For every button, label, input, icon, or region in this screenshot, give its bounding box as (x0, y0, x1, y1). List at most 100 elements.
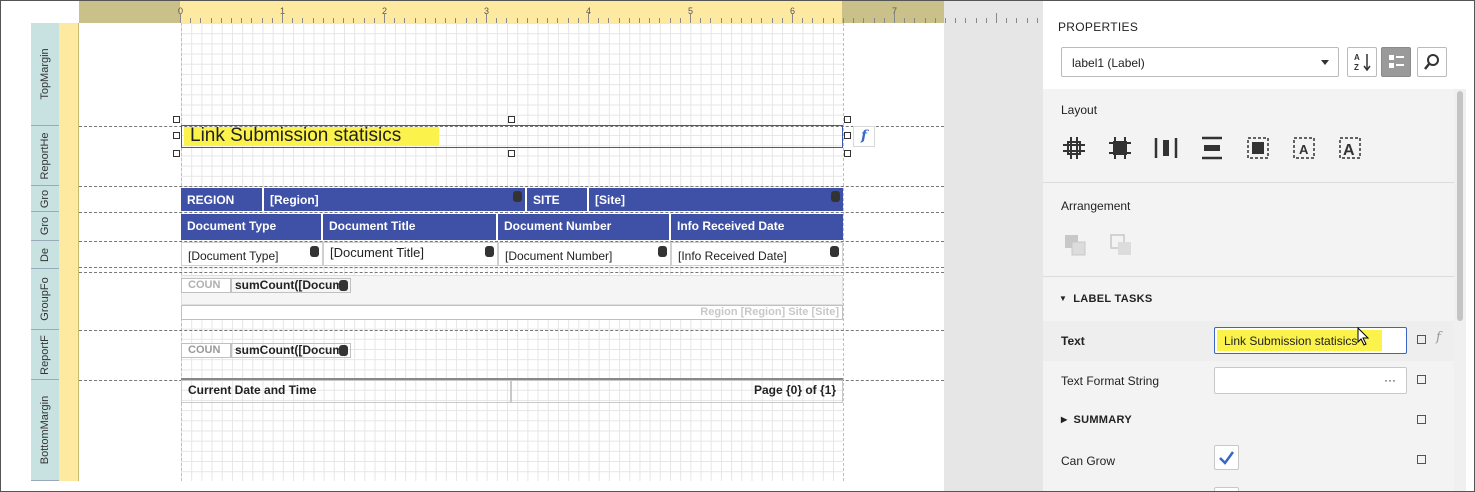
band-label-groupheader1[interactable]: Gro (31, 186, 59, 212)
detail-text: [Document Title] (330, 245, 424, 260)
bring-to-front-icon[interactable] (1063, 233, 1087, 257)
band-label-detail[interactable]: De (31, 241, 59, 269)
ruler-tick (353, 18, 355, 23)
ruler-tick (322, 18, 324, 23)
properties-header: PROPERTIES label1 (Label) A Z (1043, 1, 1466, 89)
panel-scrollbar[interactable] (1454, 89, 1466, 491)
col-header-info-received-date[interactable]: Info Received Date (671, 214, 843, 240)
svg-text:A: A (1343, 142, 1355, 159)
property-marker-icon[interactable] (1417, 335, 1426, 344)
property-marker-icon[interactable] (1417, 415, 1426, 424)
ellipsis-icon[interactable]: ··· (1384, 373, 1396, 387)
count-caption[interactable]: COUN (181, 343, 231, 358)
band-separator (79, 241, 944, 242)
summary-row[interactable]: ▶SUMMARY (1043, 401, 1454, 441)
title-label[interactable]: Link Submission statisics (181, 125, 843, 148)
ruler-tick (720, 18, 722, 23)
next-checkbox[interactable] (1214, 487, 1239, 491)
expression-icon[interactable]: f (853, 126, 875, 147)
resize-handle[interactable] (173, 116, 180, 123)
region-site-summary[interactable]: Region [Region] Site [Site] (181, 305, 843, 320)
ruler-tick (292, 18, 294, 23)
text-property-input[interactable]: Link Submission statisics (1214, 327, 1407, 354)
page-number[interactable]: Page {0} of {1} (511, 380, 843, 403)
col-header-document-title[interactable]: Document Title (323, 214, 498, 240)
region-caption[interactable]: REGION (181, 188, 264, 211)
detail-document-type[interactable]: [Document Type] (181, 242, 323, 266)
center-vertically-icon[interactable] (1199, 135, 1225, 161)
fit-bounds-icon[interactable] (1245, 135, 1271, 161)
categorized-button[interactable] (1381, 47, 1411, 77)
ruler-tick (649, 18, 651, 23)
ruler-tick (557, 18, 559, 23)
scrollbar-thumb[interactable] (1457, 91, 1463, 321)
center-horizontally-icon[interactable] (1153, 135, 1179, 161)
arrangement-title: Arrangement (1061, 199, 1131, 213)
band-label-groupfooter[interactable]: GroupFo (31, 269, 59, 330)
detail-text: [Info Received Date] (678, 249, 787, 263)
component-select[interactable]: label1 (Label) (1061, 47, 1339, 77)
separator (1043, 276, 1454, 277)
label-tasks-title: LABEL TASKS (1073, 293, 1153, 305)
resize-handle[interactable] (508, 150, 515, 157)
ruler-tick (363, 18, 365, 23)
count-expression[interactable]: sumCount([Docum (231, 278, 351, 293)
summary-title: SUMMARY (1073, 414, 1132, 426)
band-label-reportheader[interactable]: ReportHe (31, 126, 59, 186)
current-date-time[interactable]: Current Date and Time (181, 380, 511, 403)
band-labels: TopMargin ReportHe Gro Gro De GroupFo Re… (31, 23, 59, 481)
fit-text-to-bounds-icon[interactable]: A (1291, 135, 1317, 161)
band-separator (79, 212, 944, 213)
properties-panel: PROPERTIES label1 (Label) A Z (1043, 1, 1466, 491)
align-to-grid-icon[interactable] (1061, 135, 1087, 161)
design-surface[interactable]: Link Submission statisics f REGION [Regi… (79, 23, 944, 481)
ruler-tick (1026, 18, 1028, 23)
expression-icon[interactable]: f (1436, 330, 1441, 345)
col-header-document-type[interactable]: Document Type (181, 214, 323, 240)
ruler-tick (639, 18, 640, 23)
property-marker-icon[interactable] (1417, 455, 1426, 464)
count-caption[interactable]: COUN (181, 278, 231, 293)
ruler-page-area (180, 1, 842, 23)
ruler-number: 3 (484, 6, 490, 16)
resize-handle[interactable] (173, 150, 180, 157)
checkmark-icon (1219, 451, 1235, 465)
triangle-down-icon: ▼ (1059, 294, 1068, 303)
site-caption[interactable]: SITE (527, 188, 589, 211)
ruler-tick (537, 18, 538, 23)
col-header-document-number[interactable]: Document Number (498, 214, 671, 240)
ruler-tick (679, 18, 681, 23)
label-tasks-header[interactable]: ▼ LABEL TASKS (1059, 293, 1153, 305)
fit-bounds-to-text-icon[interactable]: A (1337, 135, 1363, 161)
can-grow-checkbox[interactable] (1214, 445, 1239, 470)
band-label-groupheader2[interactable]: Gro (31, 212, 59, 241)
send-to-back-icon[interactable] (1109, 233, 1133, 257)
resize-handle[interactable] (173, 132, 180, 139)
detail-document-number[interactable]: [Document Number] (498, 242, 671, 266)
resize-handle[interactable] (844, 116, 851, 123)
region-field[interactable]: [Region] (264, 188, 527, 211)
detail-info-received-date[interactable]: [Info Received Date] (671, 242, 843, 266)
ruler-number: 4 (586, 6, 592, 16)
database-icon (339, 345, 348, 356)
resize-handle[interactable] (508, 116, 515, 123)
ruler-tick (547, 18, 549, 23)
ruler-tick (526, 18, 528, 23)
band-label-reportfooter[interactable]: ReportF (31, 330, 59, 380)
panel-title: PROPERTIES (1058, 20, 1139, 34)
band-label-topmargin[interactable]: TopMargin (31, 23, 59, 126)
property-marker-icon[interactable] (1417, 375, 1426, 384)
band-label-bottommargin[interactable]: BottomMargin (31, 380, 59, 481)
sort-alphabetically-button[interactable]: A Z (1347, 47, 1377, 77)
format-property-input[interactable]: ··· (1214, 367, 1407, 394)
ruler-tick (771, 18, 773, 23)
site-field[interactable]: [Site] (589, 188, 843, 211)
search-button[interactable] (1417, 47, 1447, 77)
size-to-grid-icon[interactable] (1107, 135, 1133, 161)
detail-document-title[interactable]: [Document Title] (323, 242, 498, 266)
ruler-tick (455, 18, 457, 23)
resize-handle[interactable] (844, 150, 851, 157)
resize-handle[interactable] (844, 132, 851, 139)
count-expression[interactable]: sumCount([Docum (231, 343, 351, 358)
